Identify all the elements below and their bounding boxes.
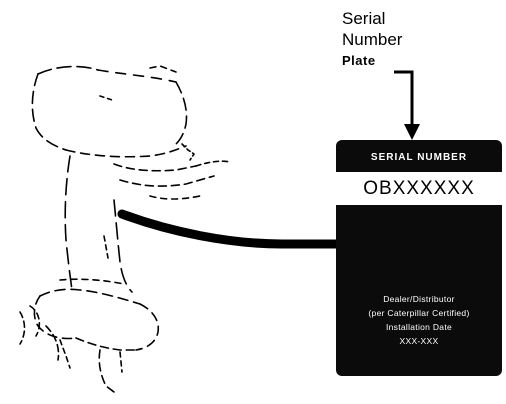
plate-footer-line: Dealer/Distributor xyxy=(383,294,455,304)
plate-footer-text: Dealer/Distributor (per Caterpillar Cert… xyxy=(340,292,498,348)
plate-title: SERIAL NUMBER xyxy=(370,152,468,163)
plate-footer-line: (per Caterpillar Certified) xyxy=(368,308,470,318)
callout-line-1: Serial xyxy=(342,9,386,28)
down-arrow-icon xyxy=(394,70,420,140)
plate-footer-line: Installation Date xyxy=(385,322,453,332)
serial-number-value: OBXXXXXX xyxy=(336,172,502,205)
leader-line-anchor xyxy=(119,211,125,217)
serial-number-plate-callout: Serial Number Plate xyxy=(342,8,442,71)
callout-line-2: Number xyxy=(342,30,403,49)
serial-number-plate: SERIAL NUMBER OBXXXXXX Dealer/Distributo… xyxy=(336,140,502,376)
plate-footer-line: XXX-XXX xyxy=(399,336,439,346)
leader-line xyxy=(117,209,345,249)
callout-line-3: Plate xyxy=(342,53,376,68)
outboard-engine-outline-icon xyxy=(19,65,231,393)
